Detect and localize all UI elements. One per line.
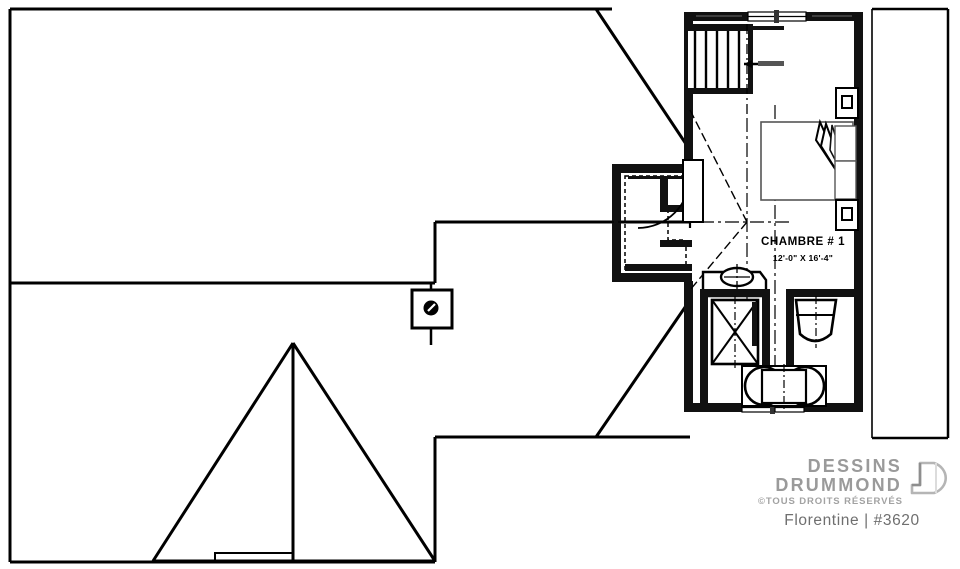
brand-wordmark: DESSINS DRUMMOND [752, 457, 902, 495]
nightstand-lower [835, 199, 859, 231]
branding-block: DESSINS DRUMMOND ©TOUS DROITS RÉSERVÉS F… [752, 455, 952, 550]
bathroom [700, 264, 856, 410]
window-top [747, 10, 807, 23]
wall-hatch-bottom-right [806, 403, 856, 412]
bathtub [794, 296, 838, 348]
shower [710, 296, 760, 370]
wall-hatch-top-left [692, 12, 746, 21]
wall-hatch-bottom-left [692, 403, 740, 412]
room-labels: CHAMBRE # 1 12'-0" X 16'-4" [761, 235, 845, 263]
brand-line-2: DRUMMOND [775, 475, 902, 495]
room-label-chambre-1: CHAMBRE # 1 [761, 235, 845, 248]
windows [692, 10, 856, 414]
pyramid-roof [151, 342, 437, 563]
right-roof-band [871, 7, 950, 440]
walk-in-closet [624, 159, 704, 271]
staircase [688, 24, 784, 118]
plan-caption: Florentine | #3620 [784, 512, 920, 529]
bed [760, 118, 857, 201]
stair-direction-arrow [744, 60, 784, 68]
roof-outlines [8, 7, 690, 564]
toilet [741, 364, 827, 410]
brand-line-1: DESSINS [807, 456, 902, 476]
roof-vent-icon [410, 283, 454, 345]
nightstand-upper [835, 87, 859, 119]
roof-hip-lines [594, 8, 692, 438]
room-dimensions-chambre-1: 12'-0" X 16'-4" [773, 253, 833, 263]
copyright-notice: ©TOUS DROITS RÉSERVÉS [758, 496, 903, 507]
drummond-door-d-icon [904, 455, 952, 499]
wall-hatch-top-right [808, 12, 856, 21]
sight-lines [689, 109, 748, 291]
